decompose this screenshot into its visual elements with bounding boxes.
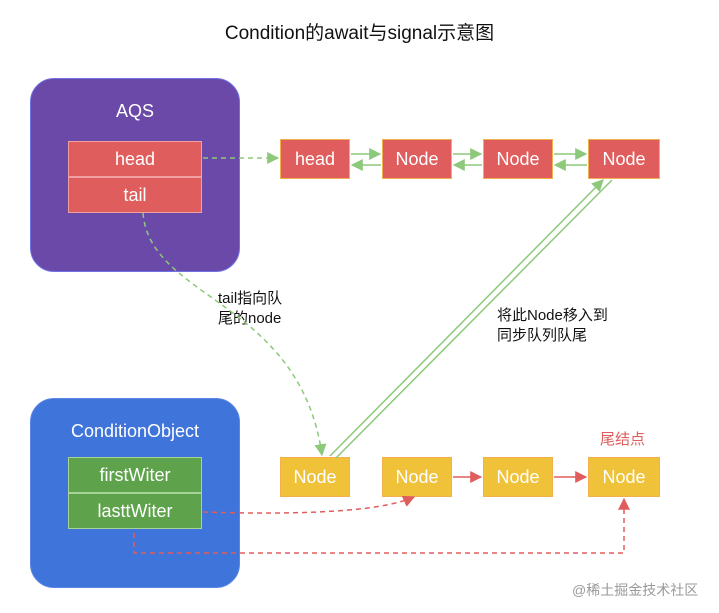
aqs-tail-field: tail <box>68 177 202 213</box>
tail-node-label: 尾结点 <box>600 431 646 448</box>
aqs-title: AQS <box>115 101 154 121</box>
condition-queue-node: Node <box>382 457 452 497</box>
move-to-sync-annotation: 将此Node移入到 同步队列队尾 <box>497 307 608 344</box>
first-waiter-field: firstWiter <box>68 457 202 493</box>
sync-queue-node: Node <box>382 139 452 179</box>
condition-queue-node: Node <box>483 457 553 497</box>
sync-queue-node: Node <box>483 139 553 179</box>
condition-tail-pointer-arrow <box>133 497 630 554</box>
condition-queue-node: Node <box>280 457 350 497</box>
diagram-title: Condition的await与signal示意图 <box>224 23 495 44</box>
tail-points-annotation: tail指向队 尾的node <box>218 290 283 327</box>
last-waiter-pointer-arrow <box>202 495 416 514</box>
watermark: @稀土掘金技术社区 <box>572 582 699 598</box>
move-to-sync-arrow <box>329 179 604 457</box>
condition-object-title: ConditionObject <box>70 421 200 441</box>
aqs-panel: AQS head tail <box>30 78 240 272</box>
condition-queue-tail-node: Node <box>588 457 660 497</box>
move-to-sync-line <box>335 179 613 459</box>
sync-queue-head-node: head <box>280 139 350 179</box>
last-waiter-field: lasttWiter <box>68 493 202 529</box>
sync-queue-tail-node: Node <box>588 139 660 179</box>
aqs-tail-pointer-arrow <box>142 212 327 457</box>
condition-object-panel: ConditionObject firstWiter lasttWiter <box>30 398 240 588</box>
aqs-head-field: head <box>68 141 202 177</box>
